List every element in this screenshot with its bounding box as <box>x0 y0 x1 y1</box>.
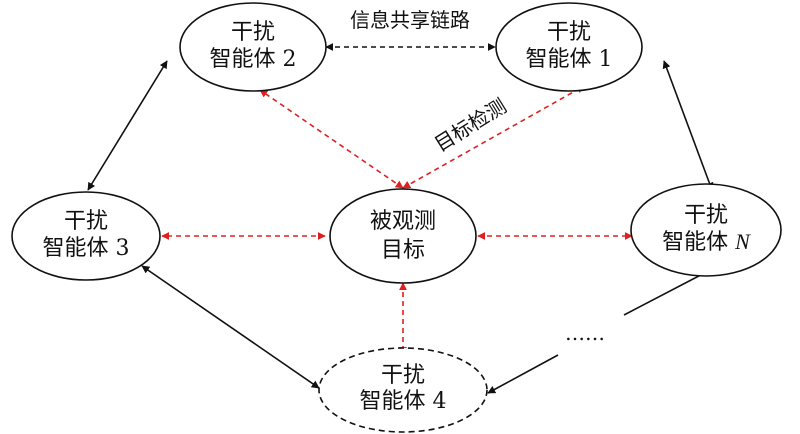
detect-target-agent1 <box>402 85 585 189</box>
node-agent3: 干扰 智能体 3 <box>11 191 161 281</box>
node-target-line1: 被观测 <box>370 209 436 234</box>
node-target-ellipse <box>329 188 477 284</box>
detection-links <box>161 85 633 355</box>
detect-target-agent2 <box>259 89 404 189</box>
node-agent4-line2: 智能体 4 <box>360 389 447 414</box>
node-agent1-ellipse <box>495 2 643 92</box>
node-agent3-line1: 干扰 <box>64 209 108 234</box>
label-detection: 目标检测 <box>430 94 511 157</box>
link-agent3-agent4 <box>141 265 320 389</box>
node-agent2-ellipse <box>179 2 327 92</box>
node-agent3-ellipse <box>11 191 161 281</box>
node-agent1-line2: 智能体 1 <box>526 47 613 72</box>
node-agent1-line1: 干扰 <box>547 20 591 45</box>
node-agent4: 干扰 智能体 4 <box>318 347 488 433</box>
node-agent4-ellipse <box>318 347 488 433</box>
node-agentN-line1: 干扰 <box>684 203 728 228</box>
node-agentN: 干扰 智能体 N <box>630 183 782 277</box>
node-agent1: 干扰 智能体 1 <box>495 2 643 92</box>
node-target-line2: 目标 <box>381 238 425 263</box>
label-link: 信息共享链路 <box>350 8 470 32</box>
node-agent2-line2: 智能体 2 <box>210 47 297 72</box>
node-agentN-line2: 智能体 N <box>662 229 751 255</box>
label-ellipsis: …… <box>565 321 605 345</box>
link-agent4-agentN <box>487 354 559 394</box>
node-target: 被观测 目标 <box>329 188 477 284</box>
agent-links <box>87 43 719 394</box>
node-agentN-ellipse <box>630 183 782 277</box>
link-agent2-agent3 <box>87 60 168 191</box>
node-agent4-line1: 干扰 <box>381 363 425 388</box>
node-agentN-line2-prefix: 智能体 <box>662 230 735 255</box>
node-agent2-line1: 干扰 <box>231 20 275 45</box>
node-agentN-line2-var: N <box>734 229 751 254</box>
node-agent2: 干扰 智能体 2 <box>179 2 327 92</box>
link-agent1-agentN <box>662 60 714 191</box>
node-agent3-line2: 智能体 3 <box>43 236 130 261</box>
